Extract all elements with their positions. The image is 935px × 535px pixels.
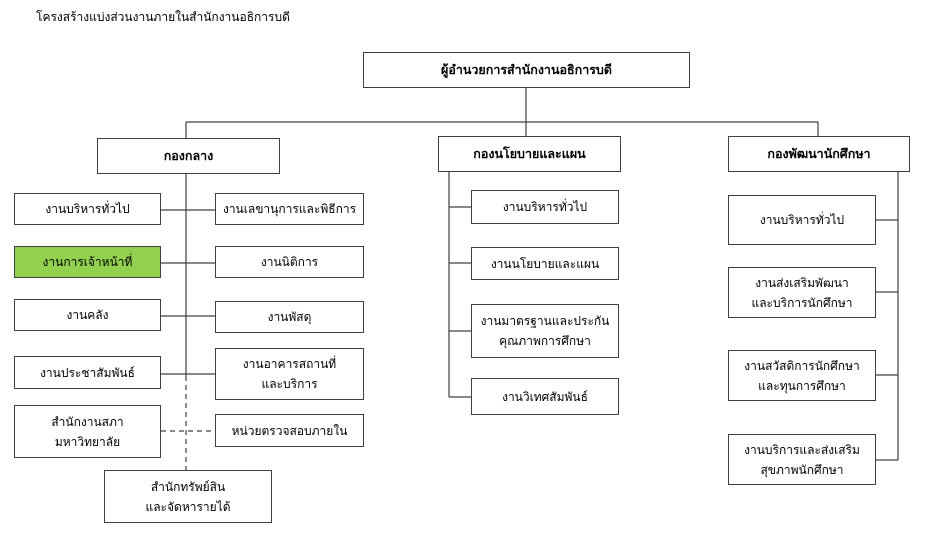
unit-box: งานสวัสดิการนักศึกษา และทุนการศึกษา [728,350,876,401]
unit-label: งานการเจ้าหน้าที่ [42,255,133,269]
unit-label: งานนิติการ [260,255,319,269]
division-policy-label: กองนโยบายและแผน [473,146,586,161]
unit-box: งานนิติการ [215,246,364,278]
unit-label-line2: และทุนการศึกษา [758,378,846,393]
unit-label: งานบริหารทั่วไป [502,200,588,214]
unit-box: งานประชาสัมพันธ์ [14,356,161,389]
unit-box: สำนักทรัพย์สิน และจัดหารายได้ [104,470,272,523]
unit-label-line2: มหาวิทยาลัย [54,434,121,449]
unit-label: งานคลัง [66,308,109,322]
unit-box: งานวิเทศสัมพันธ์ [471,378,619,415]
unit-label-line2: สุขภาพนักศึกษา [760,462,844,477]
unit-label: งานประชาสัมพันธ์ [40,365,135,380]
unit-label-line1: งานส่งเสริมพัฒนา [755,275,849,290]
unit-box: งานพัสดุ [215,301,364,333]
unit-label-line1: งานมาตรฐานและประกัน [480,314,610,328]
unit-box: งานบริหารทั่วไป [14,193,161,225]
unit-label: งานบริหารทั่วไป [759,213,845,227]
unit-box: งานมาตรฐานและประกัน คุณภาพการศึกษา [471,304,619,358]
unit-box: งานคลัง [14,299,161,331]
division-student-box: กองพัฒนานักศึกษา [728,136,910,172]
director-box: ผู้อำนวยการสำนักงานอธิการบดี [363,52,690,88]
unit-label: งานเลขานุการและพิธีการ [222,202,357,216]
division-general-label: กองกลาง [163,148,214,163]
unit-label-line1: งานสวัสดิการนักศึกษา [744,358,860,373]
unit-label: งานนโยบายและแผน [490,256,600,271]
unit-label-line2: และบริการ [261,377,318,391]
unit-box: งานบริการและส่งเสริม สุขภาพนักศึกษา [728,434,876,485]
director-label: ผู้อำนวยการสำนักงานอธิการบดี [441,62,612,77]
unit-box: งานอาคารสถานที่ และบริการ [215,348,364,400]
page-title: โครงสร้างแบ่งส่วนงานภายในสำนักงานอธิการบ… [36,10,290,24]
unit-label-line2: และบริการนักศึกษา [751,295,853,310]
unit-box: หน่วยตรวจสอบภายใน [215,414,364,447]
unit-box: งานบริหารทั่วไป [728,195,876,245]
division-policy-box: กองนโยบายและแผน [438,136,621,172]
unit-box: สำนักงานสภา มหาวิทยาลัย [14,405,161,458]
unit-box: งานส่งเสริมพัฒนา และบริการนักศึกษา [728,267,876,318]
unit-box-highlighted: งานการเจ้าหน้าที่ [14,246,161,278]
division-student-label: กองพัฒนานักศึกษา [767,146,871,161]
unit-label: งานบริหารทั่วไป [45,202,130,216]
unit-box: งานเลขานุการและพิธีการ [215,193,364,225]
unit-label-line2: คุณภาพการศึกษา [499,334,591,348]
unit-box: งานบริหารทั่วไป [471,190,619,224]
unit-label: งานพัสดุ [267,310,312,324]
unit-label-line1: งานอาคารสถานที่ [242,357,337,371]
unit-label: หน่วยตรวจสอบภายใน [231,423,348,438]
unit-box: งานนโยบายและแผน [471,247,619,280]
division-general-box: กองกลาง [97,138,280,174]
unit-label-line1: สำนักทรัพย์สิน [150,479,226,494]
unit-label-line1: สำนักงานสภา [51,414,124,429]
unit-label: งานวิเทศสัมพันธ์ [502,389,588,404]
unit-label-line1: งานบริการและส่งเสริม [744,442,860,457]
unit-label-line2: และจัดหารายได้ [145,499,231,514]
